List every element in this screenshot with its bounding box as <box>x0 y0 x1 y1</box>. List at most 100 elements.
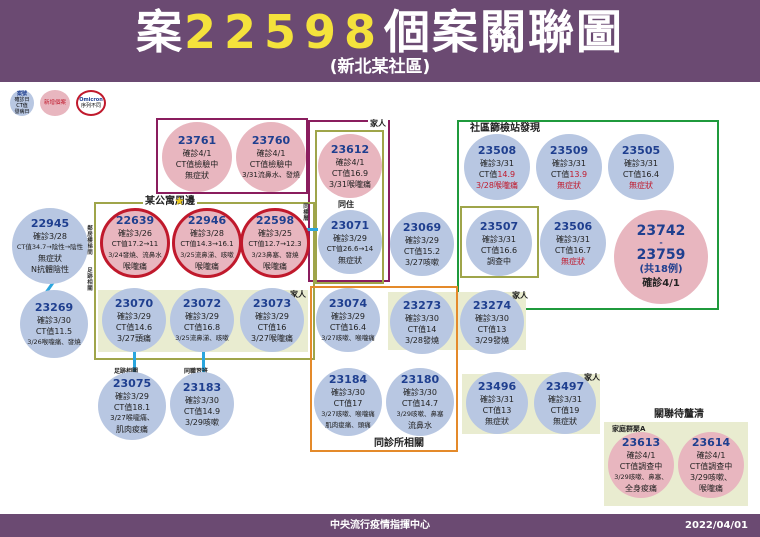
case-id: 22639 <box>115 214 155 227</box>
case-node-23507: 23507 確診3/31 CT值16.6 調查中 <box>466 210 532 276</box>
edge-label-cowork: 同職習班 <box>182 366 210 377</box>
case-line: 3/27咳嗽、喉嚨痛 <box>321 333 375 342</box>
case-line: 確診3/28 <box>190 229 224 238</box>
case-id: 23506 <box>553 219 593 233</box>
case-node-23506: 23506 確診3/31 CT值16.7 無症狀 <box>540 210 606 276</box>
case-line: 3/23鼻塞、發燒 <box>251 251 299 259</box>
header-bar: 案22598個案關聯圖 (新北某社區) <box>0 0 760 82</box>
case-line: 3/31流鼻水、發燒 <box>242 170 300 179</box>
footer-agency: 中央流行疫情指揮中心 <box>330 520 430 531</box>
case-line: 3/25流鼻涕、咳嗽 <box>180 251 234 259</box>
case-line: 3/26喉嚨痛、發燒 <box>27 337 81 346</box>
case-line: CT值13 <box>482 405 512 415</box>
case-node-23183: 23183 確診3/30 CT值14.9 3/29咳嗽 <box>170 372 234 436</box>
case-node-23074: 23074 確診3/29 CT值16.4 3/27咳嗽、喉嚨痛 <box>316 288 380 352</box>
case-line: 確診4/1 <box>696 451 726 460</box>
case-node-big-cluster: 23742 - 23759 (共18例) 確診4/1 <box>614 210 708 304</box>
case-id: 23070 <box>114 296 154 310</box>
case-id: 23069 <box>402 220 442 234</box>
case-line: 3/27頭痛 <box>117 333 151 343</box>
case-node-22598: 22598 確診3/25 CT值12.7→12.3 3/23鼻塞、發燒 喉嚨痛 <box>240 208 310 278</box>
case-line: CT值11.5 <box>35 326 73 336</box>
case-id: 23273 <box>402 298 442 312</box>
case-line: 確診3/31 <box>480 158 514 168</box>
case-id: 23505 <box>621 143 661 157</box>
case-node-22946: 22946 確診3/28 CT值14.3→16.1 3/25流鼻涕、咳嗽 喉嚨痛 <box>172 208 242 278</box>
case-line: 確診3/31 <box>556 234 590 244</box>
case-node-23269: 23269 確診3/30 CT值11.5 3/26喉嚨痛、發燒 <box>20 290 88 358</box>
edge-label-text: 樓梯間 <box>87 238 93 256</box>
case-line: 確診4/1 <box>642 278 680 289</box>
case-node-23497: 23497 確診3/31 CT值19 無症狀 <box>534 372 596 434</box>
case-line: 確診3/30 <box>403 388 437 397</box>
edge-label-same-space: 同樓層 <box>303 204 309 222</box>
case-node-23070: 23070 確診3/29 CT值14.6 3/27頭痛 <box>102 288 166 352</box>
case-line: 確診3/31 <box>480 394 514 404</box>
case-id: 23071 <box>330 218 370 232</box>
case-line: 確診3/30 <box>185 395 219 405</box>
case-line: 確診4/1 <box>335 157 365 167</box>
edge-label-text: 鄰居 <box>87 226 93 238</box>
case-count: (共18例) <box>639 264 683 275</box>
case-line: 喉嚨痛 <box>123 262 147 271</box>
group-screening <box>457 120 719 310</box>
title-prefix: 案 <box>135 5 184 59</box>
case-line: CT值17.2→11 <box>111 240 159 248</box>
case-line: 3/31喉嚨痛 <box>329 179 371 189</box>
link-22598-23071 <box>300 228 318 231</box>
case-line: 確診4/1 <box>256 148 286 158</box>
case-line: 3/28發燒 <box>405 335 439 345</box>
case-line: 無症狀 <box>561 256 585 266</box>
case-line: 無症狀 <box>185 170 209 180</box>
case-line: 3/29咳嗽 <box>185 417 219 427</box>
footer-bar: 中央流行疫情指揮中心 2022/04/01 <box>0 514 760 537</box>
case-node-23760: 23760 確診4/1 CT值檢驗中 3/31流鼻水、發燒 <box>236 122 306 192</box>
case-id: 23183 <box>182 380 222 394</box>
case-id: 23074 <box>328 296 368 310</box>
case-line: N抗體陰性 <box>31 265 69 274</box>
case-line: 喉嚨痛 <box>263 262 287 271</box>
group-label-clinic: 同診所相關 <box>372 437 426 450</box>
footer-date: 2022/04/01 <box>685 520 748 531</box>
group-label-family-row3b: 家人 <box>512 291 528 300</box>
ct-value: 13.9 <box>569 169 588 179</box>
case-node-23073: 23073 確診3/29 CT值16 3/27喉嚨痛 <box>240 288 304 352</box>
case-line: 3/24發燒、流鼻水 <box>108 251 162 259</box>
case-line: 3/27喉嚨痛 <box>251 333 293 343</box>
legend-new-case: 新增個案 <box>40 90 70 116</box>
group-label-screening: 社區篩檢站發現 <box>468 122 542 135</box>
case-line: 全身痠痛 <box>625 484 657 493</box>
case-line: 確診4/1 <box>626 451 656 460</box>
title-suffix: 個案關聯圖 <box>384 5 625 59</box>
case-node-22945: 22945 確診3/28 CT值34.7→陰性→陰性 無症狀 N抗體陰性 <box>12 208 88 284</box>
group-label-family-top: 家人 <box>368 118 388 129</box>
case-id: 23613 <box>621 436 661 449</box>
case-line: 3/29咳嗽、鼻塞 <box>396 410 444 418</box>
case-id: 23761 <box>177 133 217 147</box>
legend-new-case-label: 新增個案 <box>43 100 66 106</box>
case-line: CT值16.8 <box>183 322 221 332</box>
case-line: 確診3/26 <box>118 229 152 238</box>
link-23070-23075 <box>133 352 136 374</box>
case-line: CT值15.2 <box>403 246 441 256</box>
case-line: 確診4/1 <box>182 148 212 158</box>
case-line: 確診3/29 <box>117 311 151 321</box>
legend-omicron-line: Omicron <box>79 97 103 103</box>
group-clinic <box>310 286 458 452</box>
case-line: 喉嚨痛 <box>699 484 723 493</box>
case-id: 23274 <box>472 298 512 312</box>
case-line: 無症狀 <box>38 254 62 263</box>
case-id: 23180 <box>400 373 440 386</box>
case-line: CT值14.3→16.1 <box>180 240 234 248</box>
case-line: CT值調查中 <box>619 462 663 471</box>
case-line: 確診3/28 <box>33 232 67 241</box>
case-id: 23508 <box>477 143 517 157</box>
case-id: 23759 <box>636 247 686 263</box>
group-label-family-row3: 家人 <box>290 290 306 299</box>
case-line: 無症狀 <box>553 416 577 426</box>
case-line: 3/27咳嗽、喉嚨痛 <box>321 410 375 418</box>
case-line: CT值19 <box>550 405 580 415</box>
case-line: 確診3/30 <box>475 313 509 323</box>
case-line: CT值14.9 <box>183 406 221 416</box>
case-line: CT值26.6→14 <box>326 244 374 253</box>
